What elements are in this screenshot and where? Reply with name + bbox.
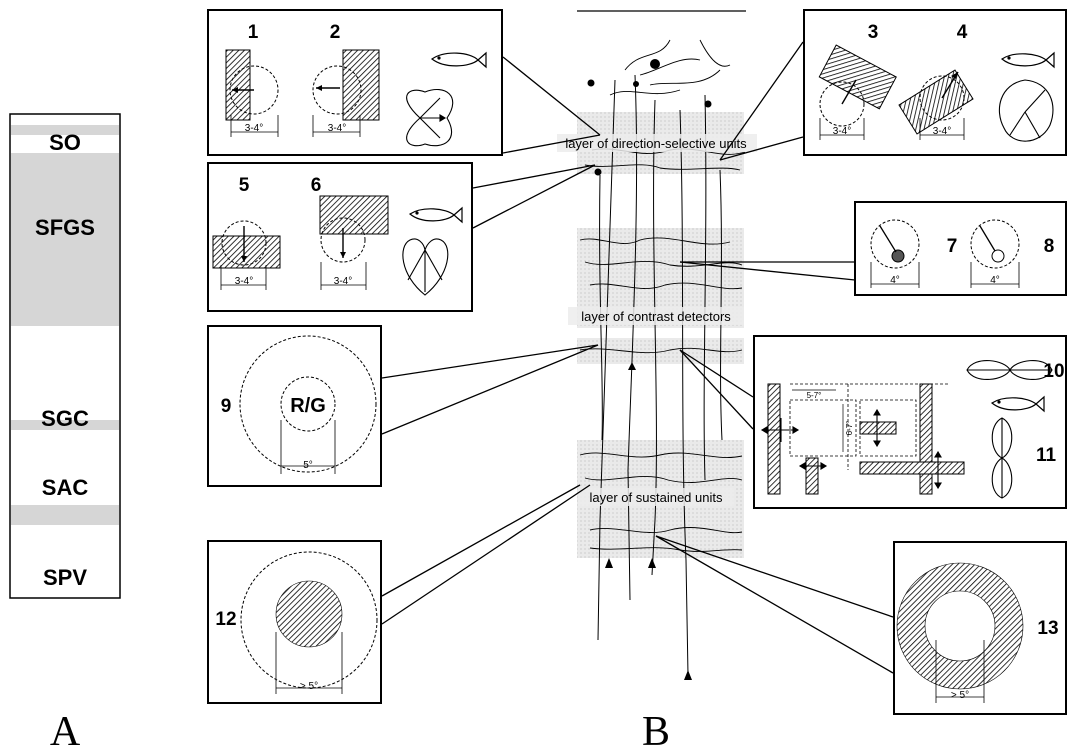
layer-label-contrast-detectors: layer of contrast detectors [581, 309, 731, 324]
scale-label: 3-4° [833, 126, 851, 137]
layer-label-sustained: layer of sustained units [590, 490, 723, 505]
hatched-bar [768, 384, 780, 494]
scale-label: 4° [990, 275, 1000, 286]
center-label-rg: R/G [290, 395, 326, 417]
unit-number-2: 2 [330, 22, 341, 43]
shade-band [11, 505, 119, 525]
scale-label-vertical: 6-7° [845, 421, 854, 436]
box-unit-13: 13 > 5° [894, 542, 1066, 714]
hatched-bar [320, 196, 388, 234]
layer-label-direction-selective: layer of direction-selective units [565, 136, 747, 151]
panel-letter-b: B [642, 709, 670, 750]
box-units-5-6: 5 6 3-4° 3-4° [208, 163, 472, 311]
scale-label: 3-4° [328, 123, 346, 134]
box-units-3-4: 3 4 3-4° 3-4° [804, 10, 1066, 155]
hatched-bar [226, 50, 250, 120]
hatched-center [276, 581, 342, 647]
unit-number-8: 8 [1044, 236, 1055, 257]
unit-number-13: 13 [1037, 618, 1058, 639]
unit-number-11: 11 [1036, 445, 1057, 466]
unit-number-12: 12 [215, 609, 236, 630]
box-units-7-8: 7 8 4° 4° [855, 202, 1066, 295]
panel-a: SO SFGS SGC SAC SPV A [10, 114, 120, 750]
unit-number-10: 10 [1043, 361, 1064, 382]
unit-number-9: 9 [221, 396, 232, 417]
box-units-10-11: 10 11 [754, 336, 1066, 508]
neuron-column: layer of direction-selective units layer… [557, 11, 757, 680]
unit-number-1: 1 [248, 22, 259, 43]
scale-label: 3-4° [235, 276, 253, 287]
unit-number-3: 3 [868, 22, 879, 43]
scale-label: 4° [890, 275, 900, 286]
box-unit-9: R/G 9 5° [208, 326, 381, 486]
scale-label: 5° [303, 460, 313, 471]
box-units-1-2: 1 2 3-4° 3-4° [208, 10, 502, 155]
hatched-bar [343, 50, 379, 120]
scale-label: > 5° [300, 681, 318, 692]
unit-number-5: 5 [239, 175, 250, 196]
scale-label: > 5° [951, 690, 969, 701]
hatched-bar [806, 458, 818, 494]
hatched-bar [860, 422, 896, 434]
hatched-bar [920, 384, 932, 494]
layer-label-sfgs: SFGS [35, 215, 95, 240]
box-unit-12: 12 > 5° [208, 541, 381, 703]
scale-label: 3-4° [933, 126, 951, 137]
scale-label-horizontal: 5-7° [807, 391, 822, 400]
layer-label-so: SO [49, 130, 81, 155]
layer-label-sgc: SGC [41, 406, 89, 431]
unit-number-4: 4 [957, 22, 968, 43]
scale-label: 3-4° [334, 276, 352, 287]
unit-number-7: 7 [947, 236, 958, 257]
unit-number-6: 6 [311, 175, 322, 196]
hatched-bar [860, 462, 964, 474]
layer-label-sac: SAC [42, 475, 89, 500]
scale-label: 3-4° [245, 123, 263, 134]
hatched-bar [213, 236, 280, 268]
panel-letter-a: A [50, 709, 81, 750]
layer-label-spv: SPV [43, 565, 87, 590]
